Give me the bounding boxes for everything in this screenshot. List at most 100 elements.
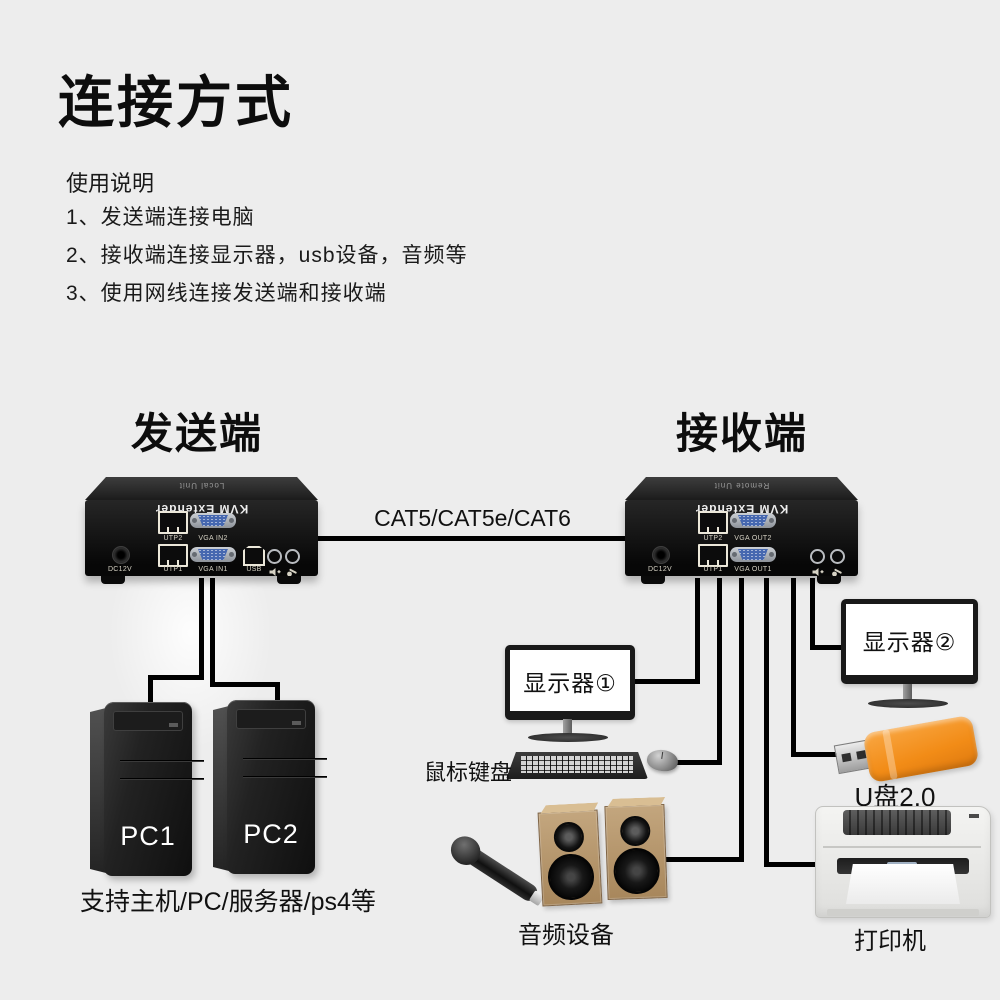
panel-seam [243, 776, 327, 777]
device-foot [277, 576, 301, 584]
cable-pc1-segment [148, 675, 153, 720]
port-label: VGA OUT1 [734, 566, 772, 573]
microphone [445, 830, 545, 907]
sender-top-face: Local Unit [85, 477, 318, 500]
cable-pc1-segment [199, 578, 204, 680]
woofer [612, 847, 661, 895]
port-label: USB [246, 566, 262, 573]
keyboard-keys [521, 756, 633, 773]
receiver-top-face: Remote Unit [625, 477, 858, 500]
mouse [645, 747, 680, 774]
device-foot [817, 576, 841, 584]
rj45-port-utp1 [698, 544, 728, 567]
speaker-left [537, 809, 603, 907]
cable-monitor1-segment [634, 679, 700, 684]
vga-connector [738, 549, 768, 560]
speaker-jack [810, 549, 825, 564]
rj45-port-utp2 [158, 511, 188, 534]
cable-cat5-link [318, 536, 626, 541]
keyboard [506, 752, 648, 779]
printer-label: 打印机 [854, 928, 926, 955]
vga-port-in2 [190, 513, 236, 528]
vga-connector [198, 515, 228, 526]
rj45-port-utp1 [158, 544, 188, 567]
pc-caption: 支持主机/PC/服务器/ps4等 [80, 888, 376, 916]
cable-pc2-segment [210, 578, 215, 687]
cable-monitor1-segment [695, 578, 700, 684]
tweeter [553, 821, 585, 853]
instruction-item-3: 3、使用网线连接发送端和接收端 [66, 282, 387, 305]
cable-pc2-segment [210, 682, 280, 687]
device-foot [101, 576, 125, 584]
monitor-screen: 显示器① [505, 645, 635, 720]
pc-front-panel [104, 702, 204, 876]
receiver-section-label: 接收端 [676, 410, 809, 457]
cable-mouse-segment [717, 578, 722, 765]
mic-jack [285, 549, 300, 564]
monitor-stand [563, 719, 572, 735]
cable-printer-segment [764, 862, 822, 867]
page-title: 连接方式 [58, 71, 294, 134]
cable-pc2-segment [275, 682, 280, 716]
pc-tower-2: PC2 [213, 700, 327, 876]
optical-drive-bay [113, 711, 183, 731]
mic-icon [832, 564, 845, 582]
printer-tray [827, 909, 979, 916]
panel-seam [120, 760, 204, 761]
monitor-base [528, 733, 608, 742]
sender-front-face: KVM Extender UTP2 VGA IN2 DC12V UTP1 VGA… [85, 500, 318, 577]
audio-label: 音频设备 [518, 922, 614, 949]
monitor1-label: 显示器① [523, 669, 617, 696]
port-label: VGA IN2 [198, 535, 228, 542]
monitor2-label: 显示器② [862, 628, 957, 655]
mic-jack [830, 549, 845, 564]
cable-audio-segment [739, 578, 744, 862]
vga-port-out1 [730, 547, 776, 562]
pc1-label: PC1 [120, 821, 176, 851]
cable-usb-segment [791, 752, 843, 757]
cable-monitor2-segment [810, 578, 815, 650]
port-label: VGA IN1 [198, 566, 228, 573]
port-label: UTP1 [703, 566, 723, 573]
tweeter [619, 815, 651, 847]
usb-b-port [243, 546, 265, 566]
cable-printer-segment [764, 578, 769, 867]
panel-seam [120, 778, 204, 779]
microphone-head [445, 830, 486, 871]
dc-power-jack [112, 546, 130, 564]
sender-section-label: 发送端 [131, 410, 264, 457]
vga-connector [198, 549, 228, 560]
keyboard-mouse-label: 鼠标键盘 [424, 760, 513, 785]
cable-usb-segment [791, 578, 796, 757]
printer-seam [823, 846, 981, 848]
monitor-base [868, 699, 948, 708]
sender-unit-label: Local Unit [178, 481, 225, 490]
vga-port-in1 [190, 547, 236, 562]
vga-connector [738, 515, 768, 526]
monitor-screen: 显示器② [841, 599, 978, 684]
port-label: UTP2 [703, 535, 723, 542]
cable-audio-segment [666, 857, 744, 862]
dc-power-jack [652, 546, 670, 564]
port-label: VGA OUT2 [734, 535, 772, 542]
vga-port-out2 [730, 513, 776, 528]
pc2-label: PC2 [243, 819, 299, 849]
cable-mouse-segment [676, 760, 722, 765]
printer-vents [843, 810, 951, 835]
woofer [546, 852, 596, 902]
speaker-jack [267, 549, 282, 564]
port-label: DC12V [647, 566, 673, 573]
optical-drive-bay [236, 709, 306, 729]
panel-seam [243, 758, 327, 759]
cat5-label: CAT5/CAT5e/CAT6 [374, 505, 571, 531]
port-label: UTP1 [163, 566, 183, 573]
rj45-port-utp2 [698, 511, 728, 534]
cable-pc1-segment [148, 675, 204, 680]
device-foot [641, 576, 665, 584]
mic-icon [287, 564, 300, 582]
port-label: UTP2 [163, 535, 183, 542]
receiver-front-face: KVM Extender UTP2 VGA OUT2 DC12V UTP1 VG… [625, 500, 858, 577]
cable-monitor2-segment [810, 645, 848, 650]
instruction-item-2: 2、接收端连接显示器，usb设备，音频等 [66, 244, 468, 267]
